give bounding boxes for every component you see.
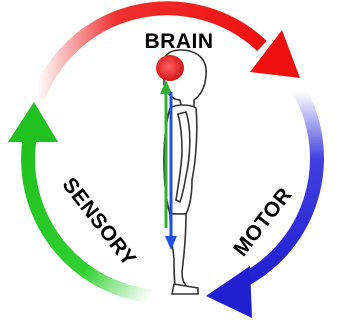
brain-label: BRAIN <box>134 30 224 54</box>
blue-arrowhead <box>206 266 252 318</box>
foot-outline <box>172 284 198 294</box>
brain-shape <box>156 55 184 81</box>
human-figure <box>163 50 206 294</box>
legs-outline <box>170 214 192 292</box>
green-arrowhead <box>8 102 58 142</box>
